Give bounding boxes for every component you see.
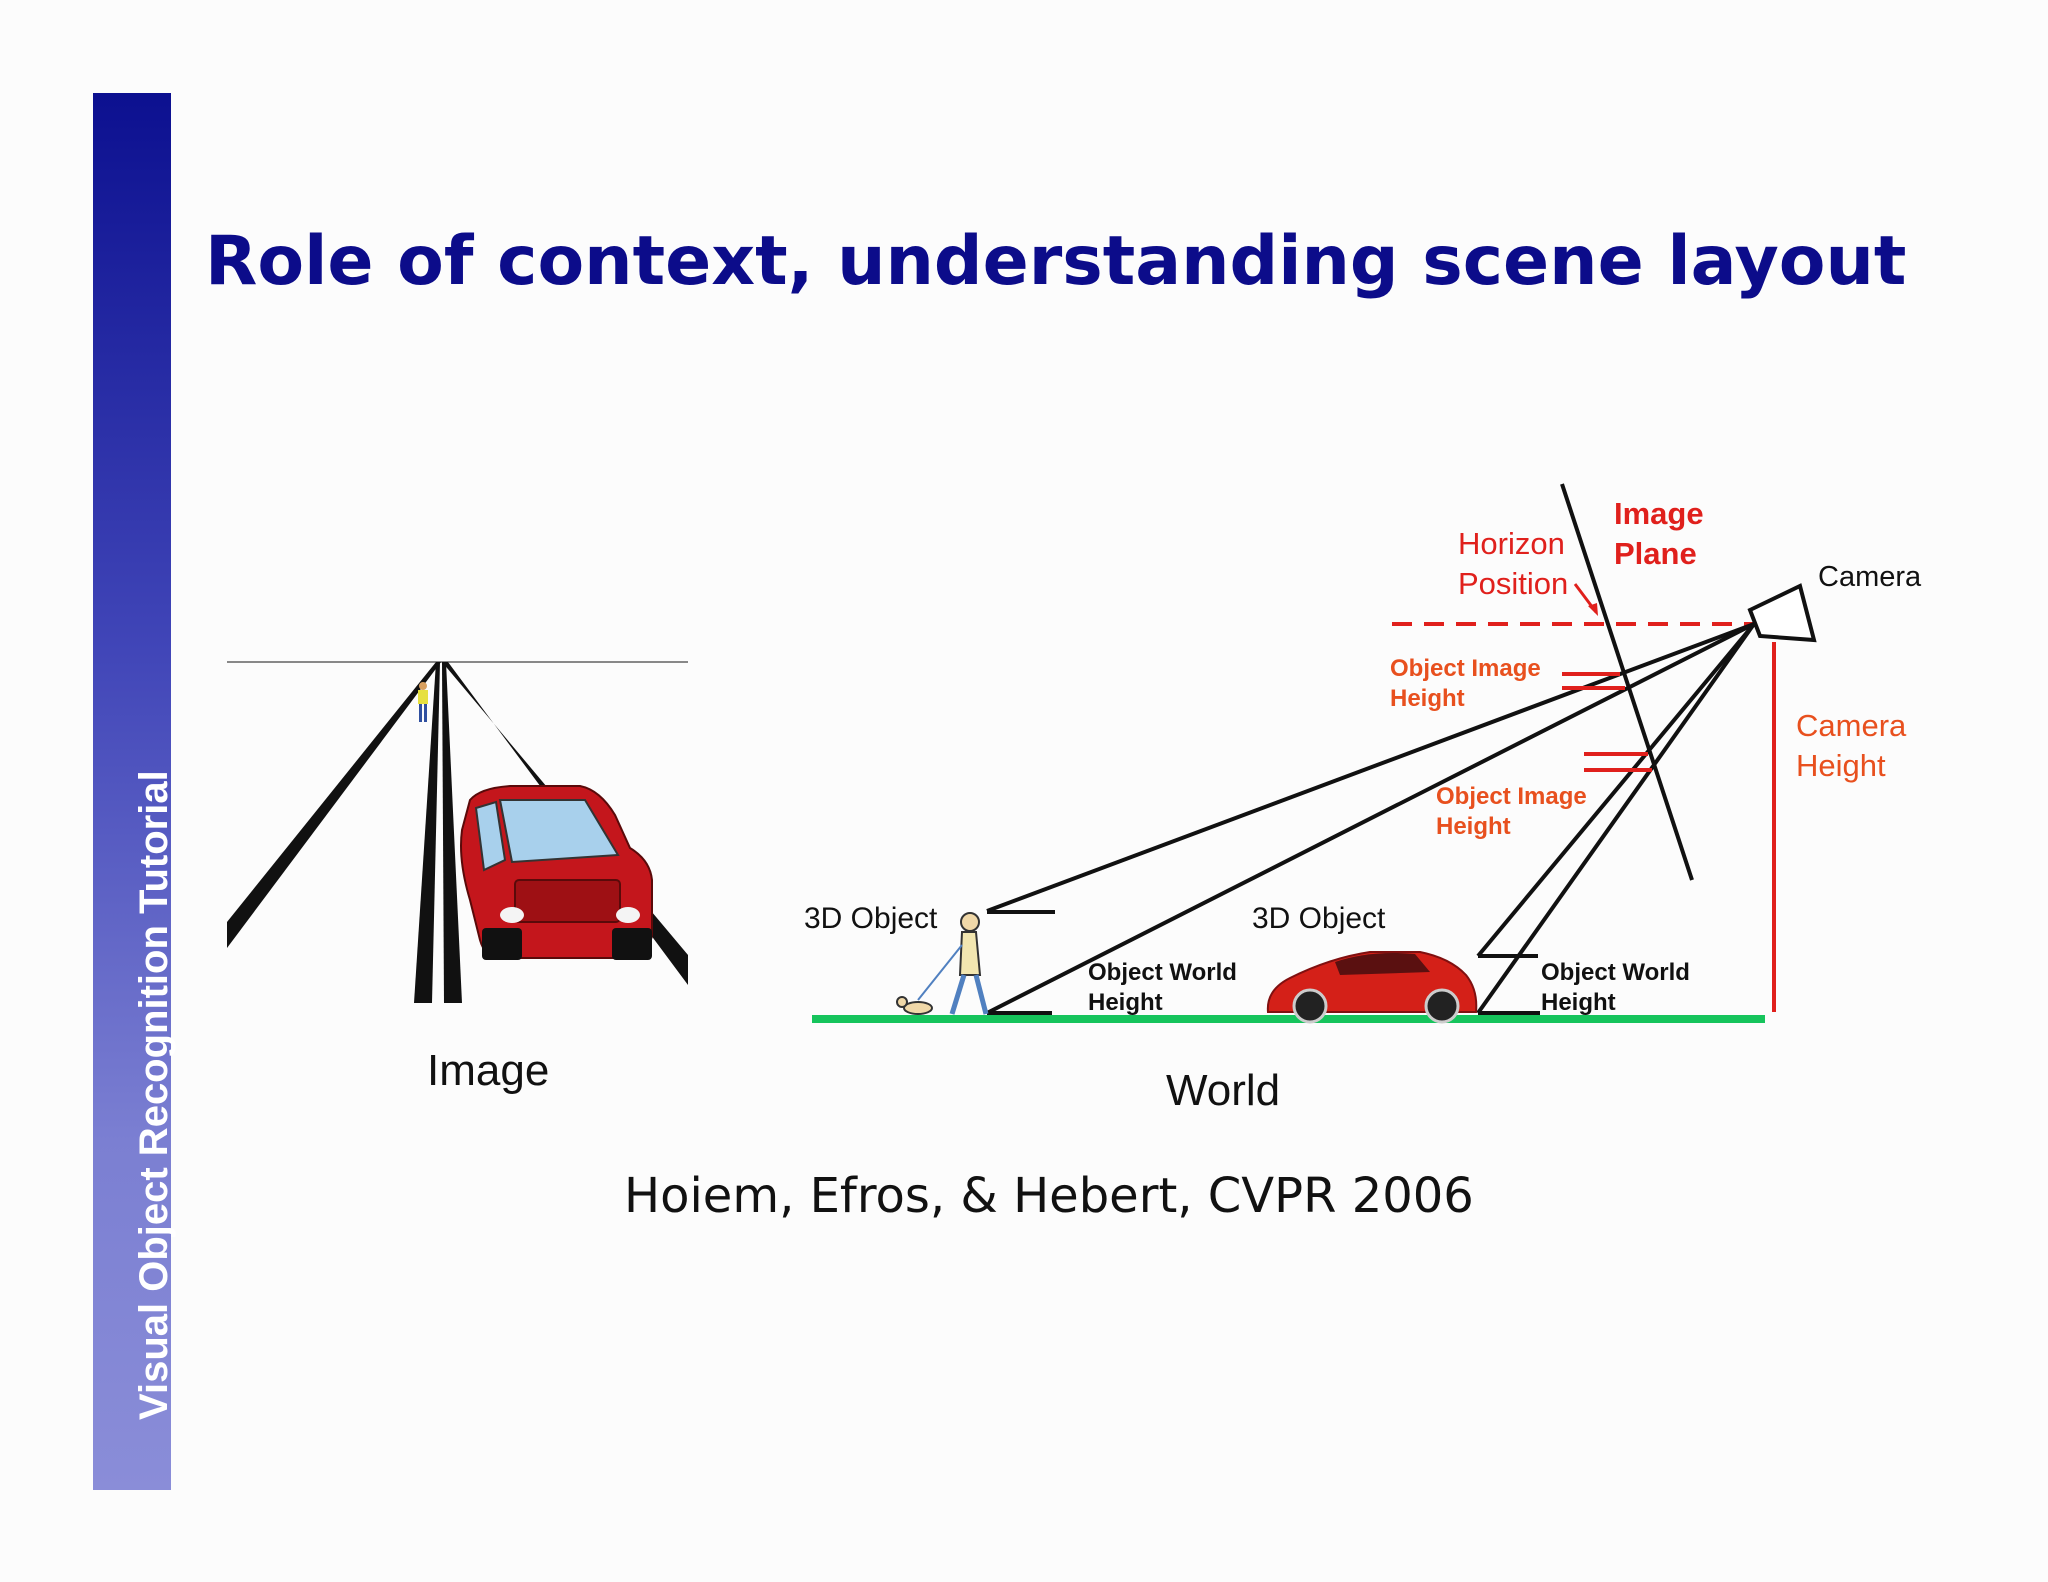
svg-text:Position: Position bbox=[1458, 566, 1568, 601]
object-image-height-label-1: Object Image bbox=[1390, 655, 1541, 682]
citation: Hoiem, Efros, & Hebert, CVPR 2006 bbox=[624, 1168, 1474, 1224]
svg-text:Height: Height bbox=[1796, 748, 1886, 783]
svg-text:Height: Height bbox=[1088, 989, 1163, 1016]
3d-object-label-2: 3D Object bbox=[1252, 902, 1386, 935]
road-left-edge bbox=[227, 662, 441, 948]
world-diagram: Horizon Position Image Plane Camera Came… bbox=[804, 483, 1922, 1024]
camera-height-label: Camera bbox=[1796, 708, 1907, 743]
3d-object-label-1: 3D Object bbox=[804, 902, 938, 935]
center-line-left bbox=[414, 662, 440, 1003]
center-line-right bbox=[442, 662, 462, 1003]
object-world-height-label-1: Object World bbox=[1088, 959, 1237, 986]
svg-text:Plane: Plane bbox=[1614, 536, 1697, 571]
camera-label: Camera bbox=[1818, 561, 1922, 593]
world-caption: World bbox=[1166, 1066, 1281, 1115]
sports-car-icon bbox=[1266, 951, 1478, 1024]
object-image-height-label-2: Object Image bbox=[1436, 783, 1587, 810]
object-world-height-label-2: Object World bbox=[1541, 959, 1690, 986]
image-plane-line bbox=[1560, 483, 1694, 881]
distant-person-icon bbox=[418, 682, 428, 722]
svg-text:Height: Height bbox=[1541, 989, 1616, 1016]
red-car-icon bbox=[460, 785, 653, 960]
sidebar-band bbox=[93, 93, 171, 1490]
horizon-position-label: Horizon bbox=[1458, 526, 1565, 561]
image-caption: Image bbox=[427, 1046, 550, 1095]
svg-text:Height: Height bbox=[1436, 813, 1511, 840]
camera-icon bbox=[1747, 583, 1817, 643]
slide-title: Role of context, understanding scene lay… bbox=[205, 222, 1907, 301]
road-image bbox=[227, 661, 688, 1003]
svg-text:Height: Height bbox=[1390, 685, 1465, 712]
person-with-dog-icon bbox=[896, 912, 989, 1015]
image-plane-label: Image bbox=[1614, 496, 1704, 531]
